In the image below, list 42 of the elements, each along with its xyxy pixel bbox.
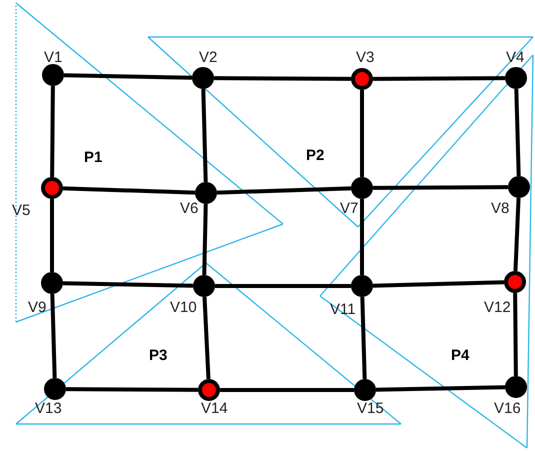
graph-edge — [50, 294, 57, 378]
vertex-label: V13 — [35, 401, 62, 416]
vertex-label: V1 — [44, 50, 62, 65]
vertex-label: V16 — [494, 401, 521, 416]
vertex-label: V2 — [199, 50, 218, 65]
graph-edge — [360, 296, 367, 380]
graph-edge — [202, 204, 208, 276]
graph-edge — [360, 199, 364, 275]
graph-edge — [514, 88, 521, 176]
graph-edge — [215, 284, 351, 288]
graph-edge — [64, 73, 192, 80]
vertex-label: V9 — [28, 300, 46, 315]
graph-edge — [513, 292, 518, 376]
graph-edge — [513, 198, 521, 272]
region-label: P1 — [84, 150, 102, 165]
graph-edge — [62, 186, 196, 195]
vertex-label: V14 — [201, 401, 228, 416]
graph-edge — [376, 385, 506, 392]
graph-edge — [202, 296, 210, 380]
vertex-label: V3 — [356, 50, 374, 65]
graph-edge — [372, 185, 508, 190]
graph-edge — [216, 186, 352, 195]
vertex-label: V6 — [180, 201, 198, 216]
graph-edge — [201, 88, 208, 182]
vertex-label: V5 — [12, 203, 30, 218]
graph-edge — [214, 76, 352, 81]
graph-edge — [66, 387, 198, 392]
region-label: P2 — [306, 148, 324, 163]
graph-edge — [360, 90, 364, 177]
vertex-label: V7 — [340, 201, 358, 216]
graph-edge — [62, 281, 194, 288]
region-label: P4 — [451, 348, 470, 363]
vertex-label: V12 — [484, 300, 511, 315]
vertex-label: V15 — [357, 401, 384, 416]
graph-edge — [372, 280, 504, 288]
vertex-label: V10 — [170, 300, 197, 315]
vertex-label: V8 — [491, 201, 510, 216]
graph-edge — [220, 388, 354, 392]
graph-edge — [50, 199, 54, 272]
region-label: P3 — [149, 348, 168, 363]
graph-edge — [50, 86, 55, 178]
graph-edge — [372, 76, 506, 81]
